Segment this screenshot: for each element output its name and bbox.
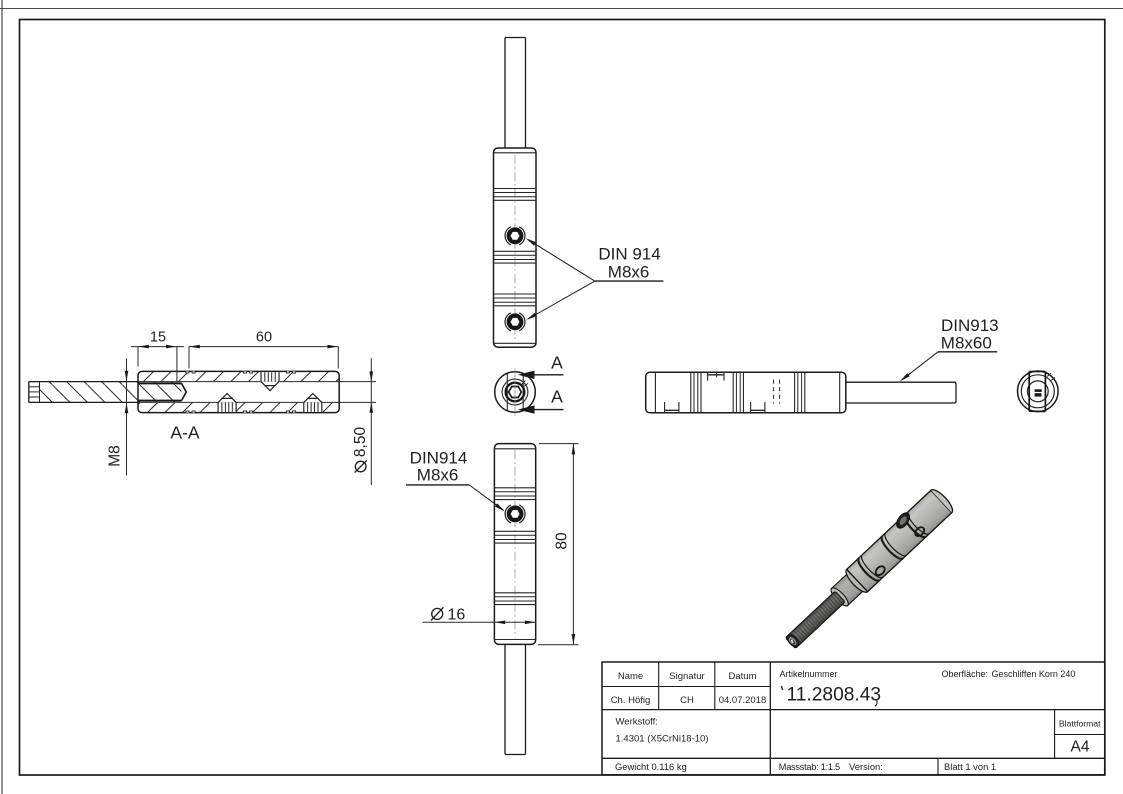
svg-text:M8x6: M8x6 <box>608 263 650 282</box>
svg-text:M8: M8 <box>107 445 124 467</box>
svg-text:Artikelnummer: Artikelnummer <box>780 669 838 679</box>
svg-text:M8x6: M8x6 <box>417 466 459 485</box>
svg-text:15: 15 <box>150 330 166 346</box>
svg-text:A: A <box>551 353 563 373</box>
svg-text:11.2808.43: 11.2808.43 <box>787 685 882 706</box>
svg-text:Massstab: 1:1.5: Massstab: 1:1.5 <box>779 762 840 772</box>
svg-text:A: A <box>551 387 563 407</box>
svg-text:8,50: 8,50 <box>352 427 369 458</box>
svg-text:Version:: Version: <box>849 761 883 772</box>
svg-text:M8x60: M8x60 <box>941 333 992 352</box>
svg-text:Datum: Datum <box>729 671 757 682</box>
svg-text:Werkstoff:: Werkstoff: <box>616 717 658 728</box>
svg-text:60: 60 <box>256 330 272 346</box>
svg-text:DIN 914: DIN 914 <box>598 245 660 264</box>
svg-text:Blattformat: Blattformat <box>1059 718 1101 728</box>
svg-text:DIN913: DIN913 <box>941 316 999 335</box>
svg-text:Gewicht 0.116 kg: Gewicht 0.116 kg <box>615 761 687 772</box>
svg-text:CH: CH <box>680 695 694 706</box>
svg-text:Blatt 1 von 1: Blatt 1 von 1 <box>944 761 996 772</box>
svg-text:80: 80 <box>553 532 570 550</box>
svg-text:16: 16 <box>448 607 466 624</box>
svg-text:DIN914: DIN914 <box>410 449 468 468</box>
svg-text:04.07.2018: 04.07.2018 <box>719 695 767 706</box>
svg-text:Ch. Höfig: Ch. Höfig <box>611 695 651 706</box>
svg-text:A-A: A-A <box>170 423 200 443</box>
svg-text:A4: A4 <box>1071 739 1090 756</box>
svg-text:1.4301 (X5CrNi18-10): 1.4301 (X5CrNi18-10) <box>616 734 709 745</box>
svg-text:Geschliffen Korn 240: Geschliffen Korn 240 <box>992 669 1076 679</box>
svg-text:Oberfläche:: Oberfläche: <box>942 669 989 679</box>
svg-text:Signatur: Signatur <box>669 671 704 682</box>
svg-text:Name: Name <box>618 671 643 682</box>
